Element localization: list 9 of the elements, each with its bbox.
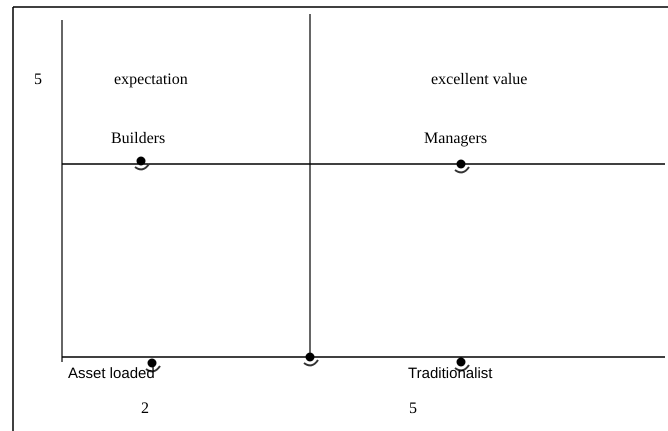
quadrant-label: excellent value [431, 72, 528, 88]
axis-value: 5 [34, 72, 42, 88]
point-label: Builders [111, 131, 166, 147]
point-label: Traditionalist [408, 366, 492, 381]
axis-value: 2 [141, 401, 149, 417]
point-label: Managers [424, 131, 488, 147]
point-label: Asset loaded [68, 366, 155, 381]
axis-value: 5 [409, 401, 417, 417]
quadrant-label: expectation [114, 72, 188, 88]
